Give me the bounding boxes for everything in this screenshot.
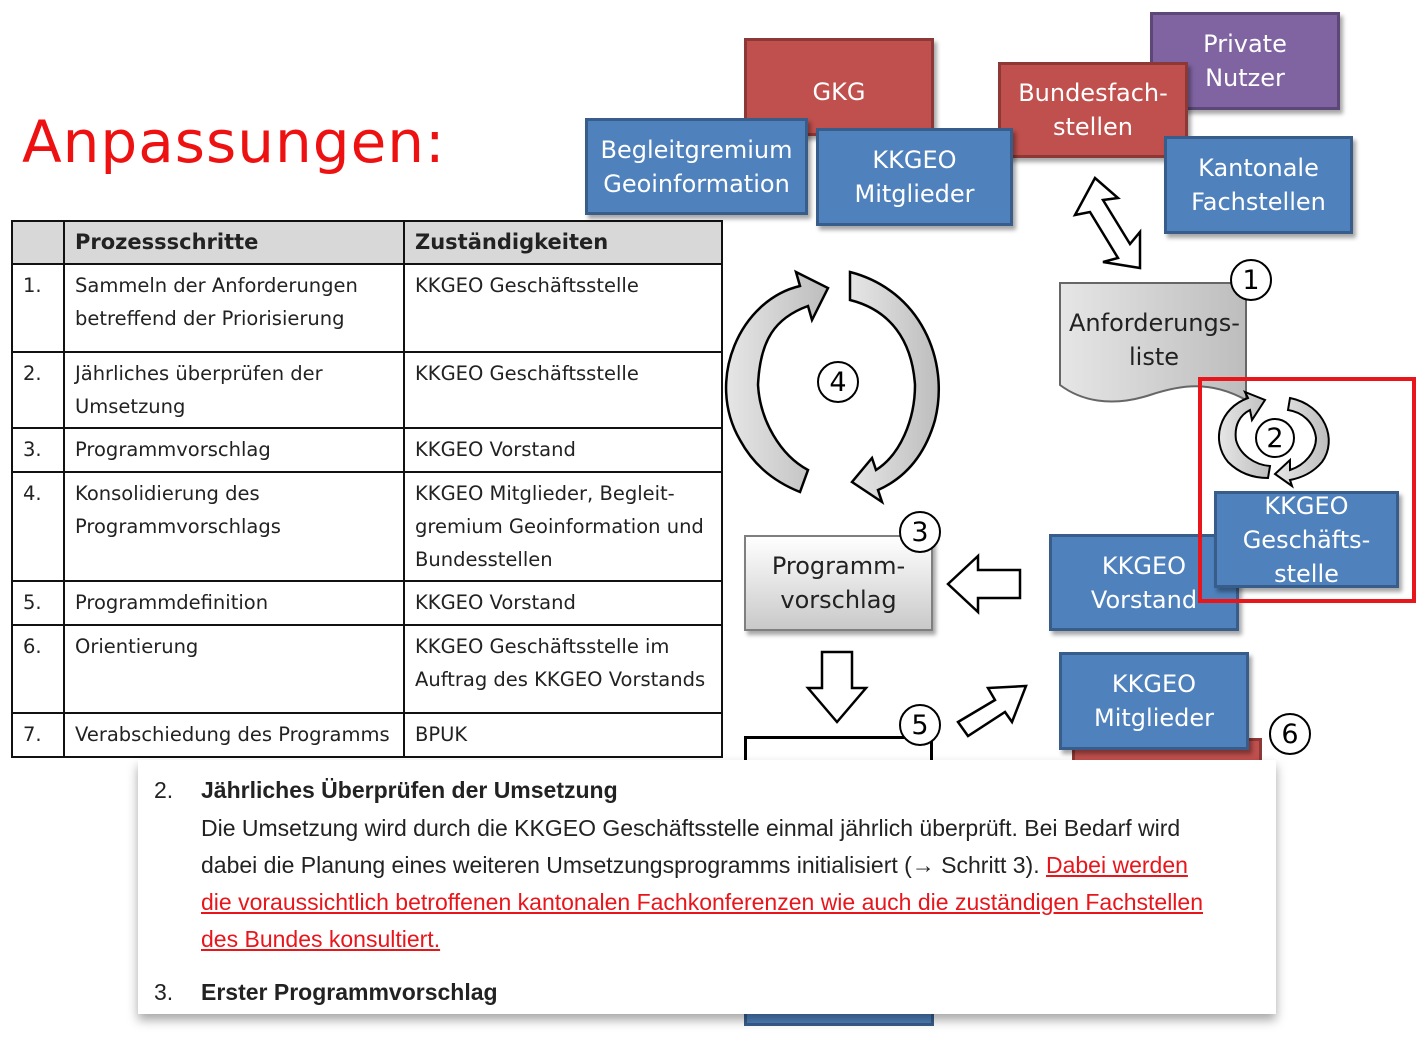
table-row: 1. Sammeln der Anforderungen betreffend … xyxy=(11,263,723,353)
small-cycle-right-icon xyxy=(1273,396,1330,489)
step-number-2: 2 xyxy=(1255,418,1295,458)
row-number: 7. xyxy=(11,712,65,758)
anforderungsliste-label-box: Anforderungs-liste xyxy=(1064,300,1244,380)
row-responsibility: KKGEO Mitglieder, Begleit-gremium Geoinf… xyxy=(403,471,723,582)
item3-number: 3. xyxy=(154,979,174,1005)
begleitgremium-box: Begleitgremium Geoinformation xyxy=(585,118,808,215)
kkgeo-mitglieder-bottom-box: KKGEO Mitglieder xyxy=(1059,652,1249,750)
bundesfachstellen-label: Bundesfach-stellen xyxy=(1018,79,1168,141)
row-step: Orientierung xyxy=(63,624,405,714)
row-responsibility: KKGEO Vorstand xyxy=(403,427,723,473)
row-number: 1. xyxy=(11,263,65,353)
table-row: 2. Jährliches überprüfen der Umsetzung K… xyxy=(11,351,723,429)
row-step: Jährliches überprüfen der Umsetzung xyxy=(63,351,405,429)
kkgeo-mitglieder-top-label: KKGEO Mitglieder xyxy=(854,146,975,208)
excerpt-line-2: dabei die Planung eines weiteren Umsetzu… xyxy=(201,852,1188,879)
row-number: 4. xyxy=(11,471,65,582)
kkgeo-vorstand-label: KKGEO Vorstand xyxy=(1090,551,1198,614)
small-cycle-left-icon xyxy=(1218,390,1272,480)
row-responsibility: BPUK xyxy=(403,712,723,758)
row-step: Programmvorschlag xyxy=(63,427,405,473)
excerpt-line-3: die voraussichtlich betroffenen kantonal… xyxy=(201,889,1203,915)
excerpt-line-1: Die Umsetzung wird durch die KKGEO Gesch… xyxy=(201,815,1181,841)
programmvorschlag-label: Programm-vorschlag xyxy=(771,552,906,614)
process-table: Prozessschritte Zuständigkeiten 1. Samme… xyxy=(11,220,723,758)
header-steps: Prozessschritte xyxy=(63,220,405,265)
step-number-6: 6 xyxy=(1269,713,1311,755)
cycle-arrow-right-icon xyxy=(848,270,940,506)
kkgeo-geschaeftsstelle-box: KKGEO Geschäfts-stelle xyxy=(1214,491,1399,588)
arrow-left-icon xyxy=(946,553,1022,615)
row-responsibility: KKGEO Geschäftsstelle xyxy=(403,263,723,353)
kkgeo-mitglieder-bottom-label: KKGEO Mitglieder xyxy=(1094,670,1214,732)
excerpt-line-2-red: Dabei werden xyxy=(1045,852,1188,878)
table-header-row: Prozessschritte Zuständigkeiten xyxy=(11,220,723,265)
row-step: Sammeln der Anforderungen betreffend der… xyxy=(63,263,405,353)
private-nutzer-label: Private Nutzer xyxy=(1203,30,1287,92)
step-number-3: 3 xyxy=(899,511,941,553)
step-number-5: 5 xyxy=(899,704,941,746)
private-nutzer-box: Private Nutzer xyxy=(1150,12,1340,110)
table-row: 3. Programmvorschlag KKGEO Vorstand xyxy=(11,427,723,473)
excerpt-line-2-plain: dabei die Planung eines weiteren Umsetzu… xyxy=(201,852,1040,878)
row-responsibility: KKGEO Geschäftsstelle im Auftrag des KKG… xyxy=(403,624,723,714)
kkgeo-geschaeftsstelle-label: KKGEO Geschäfts-stelle xyxy=(1242,491,1371,588)
header-nr xyxy=(11,220,65,265)
table-row: 7. Verabschiedung des Programms BPUK xyxy=(11,712,723,758)
begleitgremium-label: Begleitgremium Geoinformation xyxy=(600,135,793,198)
document-shape xyxy=(1059,282,1247,403)
gkg-label: GKG xyxy=(812,78,866,106)
kkgeo-mitglieder-top-box: KKGEO Mitglieder xyxy=(816,128,1013,226)
row-responsibility: KKGEO Vorstand xyxy=(403,580,723,626)
excerpt-line-4: des Bundes konsultiert. xyxy=(201,926,441,952)
cycle-arrow-left-icon xyxy=(724,269,830,494)
table-row: 5. Programmdefinition KKGEO Vorstand xyxy=(11,580,723,626)
document-excerpt: 2. Jährliches Überprüfen der Umsetzung D… xyxy=(138,760,1276,1014)
row-responsibility: KKGEO Geschäftsstelle xyxy=(403,351,723,429)
item2-title: Jährliches Überprüfen der Umsetzung xyxy=(201,777,618,803)
row-number: 6. xyxy=(11,624,65,714)
step-number-1: 1 xyxy=(1230,259,1272,301)
kantonale-fachstellen-label: Kantonale Fachstellen xyxy=(1191,154,1326,216)
item2-number: 2. xyxy=(154,777,174,803)
table-row: 4. Konsolidierung des Programmvorschlags… xyxy=(11,471,723,582)
arrow-down-icon xyxy=(805,650,869,724)
arrow-diagonal-icon xyxy=(956,684,1028,738)
row-step: Programmdefinition xyxy=(63,580,405,626)
row-step: Konsolidierung des Programmvorschlags xyxy=(63,471,405,582)
double-arrow-icon xyxy=(1072,176,1142,270)
header-responsibility: Zuständigkeiten xyxy=(403,220,723,265)
anforderungsliste-label: Anforderungs-liste xyxy=(1069,309,1240,371)
step-number-4: 4 xyxy=(817,361,859,403)
highlight-frame xyxy=(1198,377,1416,603)
item3-title: Erster Programmvorschlag xyxy=(201,979,498,1005)
programmvorschlag-box: Programm-vorschlag xyxy=(744,535,933,631)
kantonale-fachstellen-box: Kantonale Fachstellen xyxy=(1164,136,1353,234)
table-row: 6. Orientierung KKGEO Geschäftsstelle im… xyxy=(11,624,723,714)
page-title: Anpassungen: xyxy=(22,108,446,176)
row-number: 5. xyxy=(11,580,65,626)
row-number: 2. xyxy=(11,351,65,429)
bundesfachstellen-box: Bundesfach-stellen xyxy=(998,62,1188,158)
kkgeo-vorstand-box: KKGEO Vorstand xyxy=(1049,534,1239,631)
row-step: Verabschiedung des Programms xyxy=(63,712,405,758)
row-number: 3. xyxy=(11,427,65,473)
